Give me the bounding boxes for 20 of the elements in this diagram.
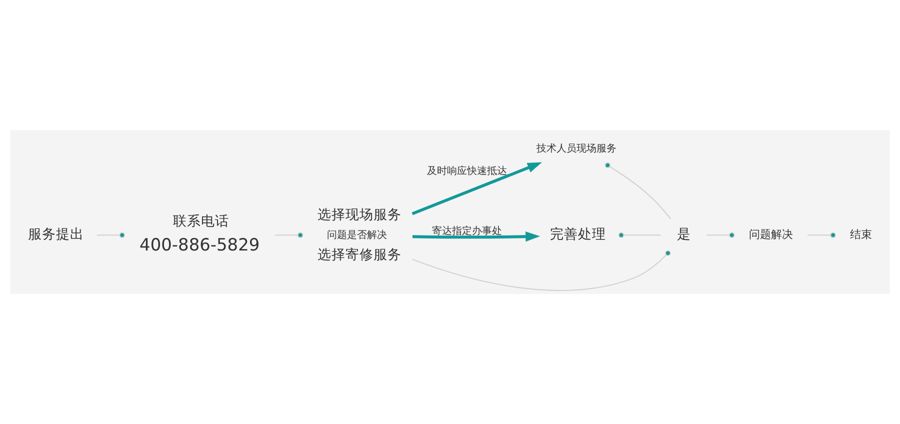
- node-text: 服务提出: [28, 226, 84, 242]
- connector: [275, 232, 304, 238]
- node-text: 技术人员现场服务: [536, 144, 617, 155]
- node-label: 400-886-5829: [140, 234, 260, 254]
- edge-label: 及时响应快速抵达: [426, 166, 507, 177]
- connector: [412, 250, 671, 291]
- node-text: 联系电话: [173, 214, 230, 230]
- edge-label: 寄达指定办事处: [432, 226, 502, 237]
- node-text: 问题解决: [748, 228, 793, 242]
- node-text: 完善处理: [550, 226, 606, 242]
- node-text: 选择现场服务 问题是否解决 选择寄修服务: [318, 206, 402, 263]
- node-text: 结束: [850, 228, 872, 242]
- connector: [604, 162, 671, 220]
- arrow: [412, 232, 540, 242]
- connector: [808, 232, 836, 238]
- connector: [706, 232, 735, 238]
- connector: [618, 232, 661, 238]
- node-text: 是: [676, 226, 691, 242]
- arrow: [412, 162, 542, 216]
- connector: [97, 232, 126, 238]
